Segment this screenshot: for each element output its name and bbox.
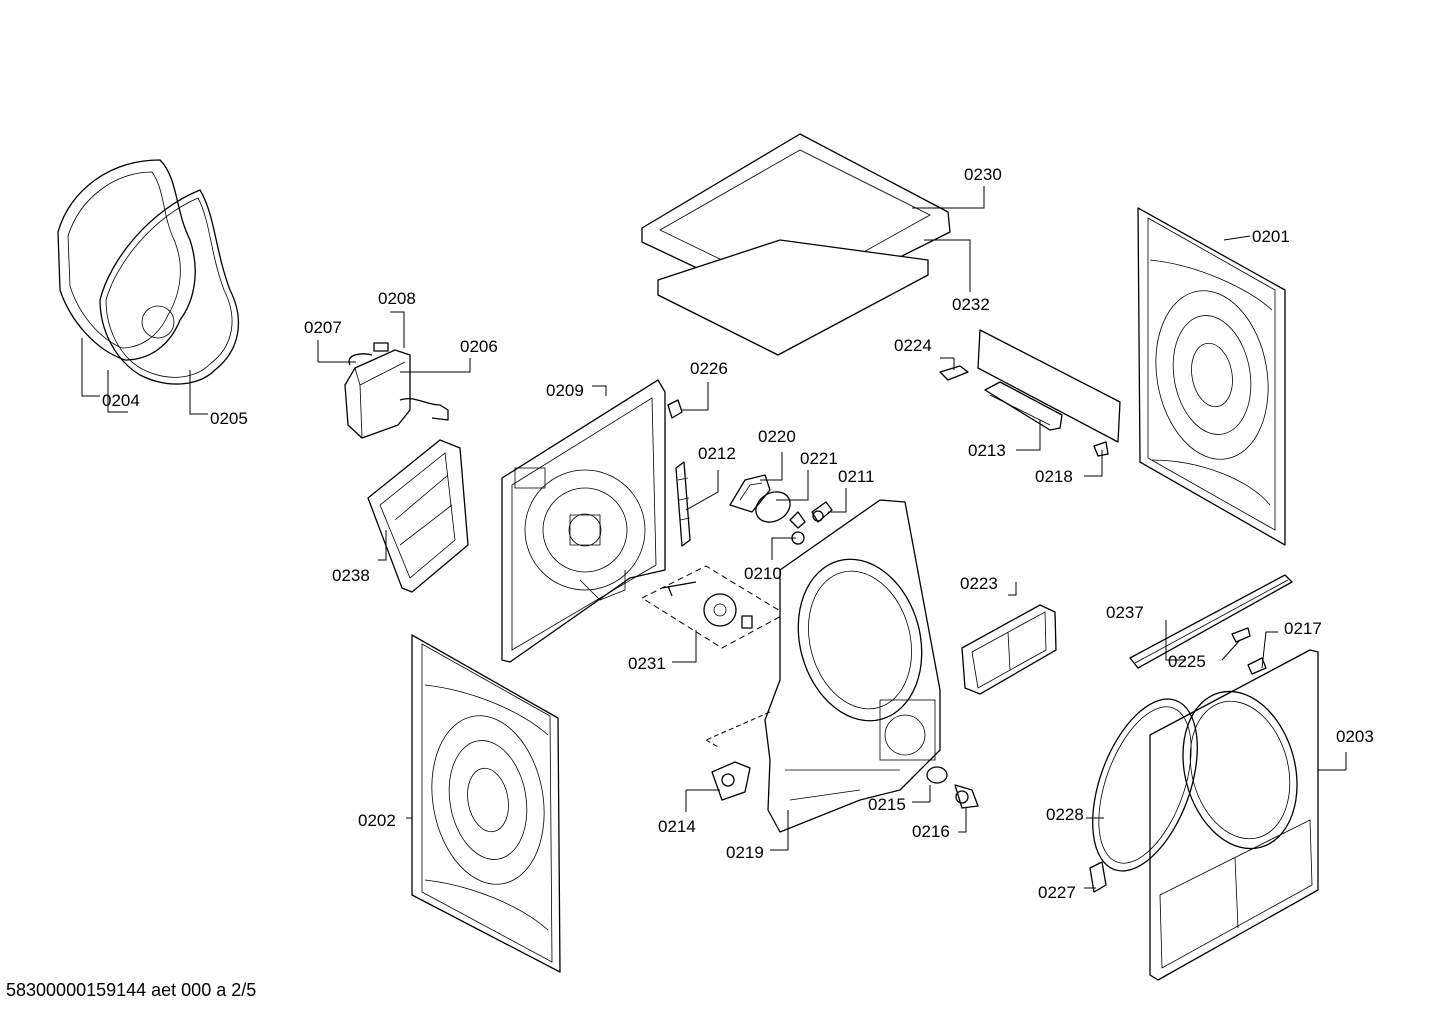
callout-0207: 0207 [304,318,342,337]
callout-0213: 0213 [968,441,1006,460]
knob-0215[interactable] [926,766,948,784]
clip-0218[interactable] [1093,441,1109,457]
callout-0218: 0218 [1035,467,1073,486]
callout-0232: 0232 [952,295,990,314]
connector-0210[interactable] [789,511,806,545]
top-panel-0232[interactable] [657,239,929,356]
door-gasket-0228[interactable] [1072,685,1218,885]
document-reference: 58300000159144 aet 000 a 2/5 [6,980,257,1000]
clip-0226[interactable] [667,399,683,419]
callout-0223: 0223 [960,574,998,593]
side-panel-0201[interactable] [1137,207,1286,546]
control-module-0206[interactable] [344,342,449,439]
front-frame-0219[interactable] [764,499,941,833]
bracket-0224[interactable] [939,365,969,381]
callout-0226: 0226 [690,359,728,378]
callout-0220: 0220 [758,427,796,446]
control-board-0213[interactable] [977,329,1121,443]
callout-0210: 0210 [744,564,782,583]
latch-0214[interactable] [711,761,751,801]
rail-0212[interactable] [675,461,691,547]
callout-0215: 0215 [868,795,906,814]
housing-0220[interactable] [729,474,771,513]
callout-0237: 0237 [1106,603,1144,622]
air-duct-0238[interactable] [367,439,469,593]
callout-0211: 0211 [838,467,875,486]
callout-labels: 0201 0202 0203 0204 0205 0206 0207 0208 … [102,165,1374,902]
callout-0230: 0230 [964,165,1002,184]
callout-0205: 0205 [210,409,248,428]
front-panel-0203[interactable] [1149,649,1319,981]
callout-0204: 0204 [102,391,140,410]
clip-0225[interactable] [1231,627,1251,643]
knob-0216[interactable] [954,784,979,809]
sensor-0211[interactable] [811,501,833,523]
strip-0237[interactable] [1129,574,1293,669]
callout-0221: 0221 [800,449,838,468]
leader-lines [81,186,1347,889]
callout-0217: 0217 [1284,619,1322,638]
callout-0202: 0202 [358,811,396,830]
seal-ring-0221[interactable] [750,486,795,528]
callout-0227: 0227 [1038,883,1076,902]
door-gasket-0205[interactable] [99,189,240,385]
callout-0238: 0238 [332,566,370,585]
callout-0228: 0228 [1046,805,1084,824]
callout-0214: 0214 [658,817,696,836]
callout-0224: 0224 [894,336,932,355]
filter-0223[interactable] [961,604,1057,695]
callout-0203: 0203 [1336,727,1374,746]
callout-0231: 0231 [628,654,666,673]
callout-0208: 0208 [378,289,416,308]
callout-0225: 0225 [1168,652,1206,671]
callout-0206: 0206 [460,337,498,356]
callout-0216: 0216 [912,822,950,841]
clip-0217[interactable] [1247,657,1267,675]
callout-0209: 0209 [546,381,584,400]
side-panel-0202[interactable] [411,634,561,973]
callout-0201: 0201 [1252,227,1290,246]
door-seal-frame-0204[interactable] [57,159,196,361]
rear-panel-0209[interactable] [501,379,666,663]
callout-0219: 0219 [726,843,764,862]
hinge-0227[interactable] [1089,861,1107,893]
callout-0212: 0212 [698,444,736,463]
